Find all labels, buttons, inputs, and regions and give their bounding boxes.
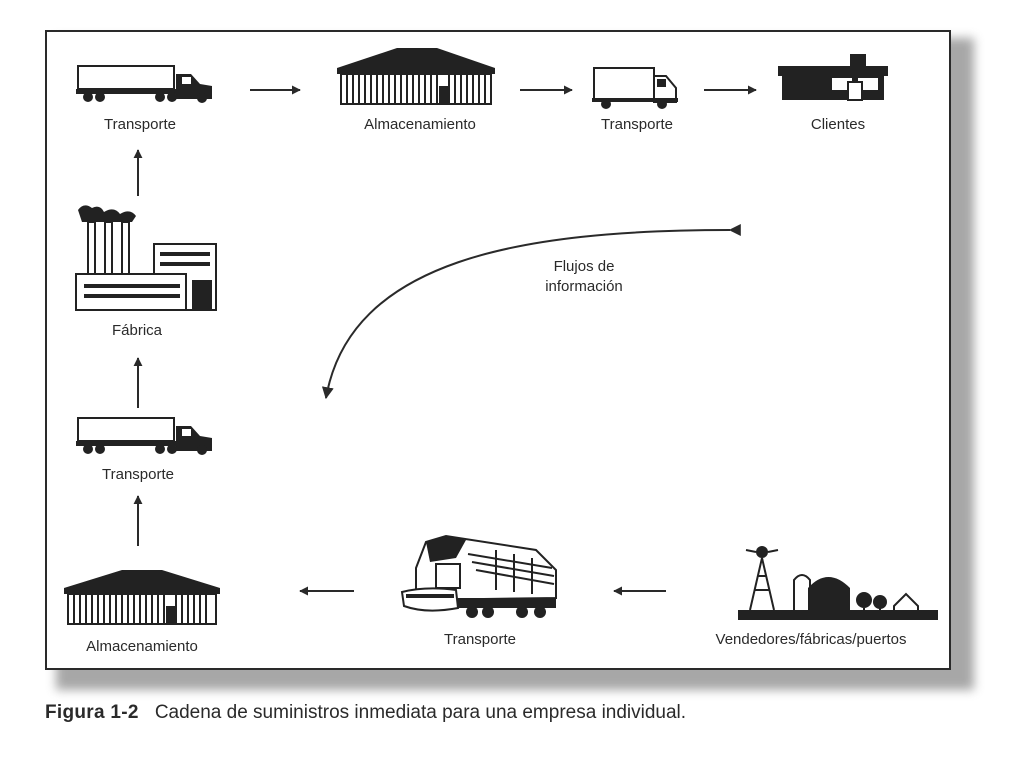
node-label-transporte-left-mid: Transporte: [102, 466, 174, 483]
figure-caption-text: Cadena de suministros inmediata para una…: [154, 702, 687, 723]
factory-icon: [75, 205, 217, 311]
node-label-transporte-bottom: Transporte: [444, 631, 516, 648]
node-label-fabrica: Fábrica: [112, 322, 163, 339]
node-label-almacenamiento-bottom: Almacenamiento: [86, 638, 198, 655]
semi-truck-icon: [76, 417, 212, 455]
flow-label-line1: Flujos de: [554, 258, 615, 275]
locomotive-icon: [400, 534, 557, 618]
node-label-clientes: Clientes: [811, 116, 865, 133]
delivery-truck-icon: [592, 67, 678, 109]
information-flow-arrow: [321, 223, 741, 400]
store-icon: [778, 54, 888, 101]
flow-label-line2: información: [545, 278, 623, 295]
node-label-transporte-top-left: Transporte: [104, 116, 176, 133]
node-label-transporte-top-mid: Transporte: [601, 116, 673, 133]
semi-truck-icon: [76, 65, 212, 103]
node-label-almacenamiento-top: Almacenamiento: [364, 116, 476, 133]
supply-chain-diagram: Transporte Almacenamiento Transporte Cli…: [64, 48, 938, 655]
warehouse-icon: [337, 48, 495, 105]
figure-caption: Figura 1-2 Cadena de suministros inmediat…: [45, 702, 686, 724]
warehouse-icon: [64, 570, 220, 625]
figure-number: Figura 1-2: [45, 702, 139, 723]
farm-icon: [738, 546, 938, 620]
node-label-vendedores: Vendedores/fábricas/puertos: [716, 631, 907, 648]
